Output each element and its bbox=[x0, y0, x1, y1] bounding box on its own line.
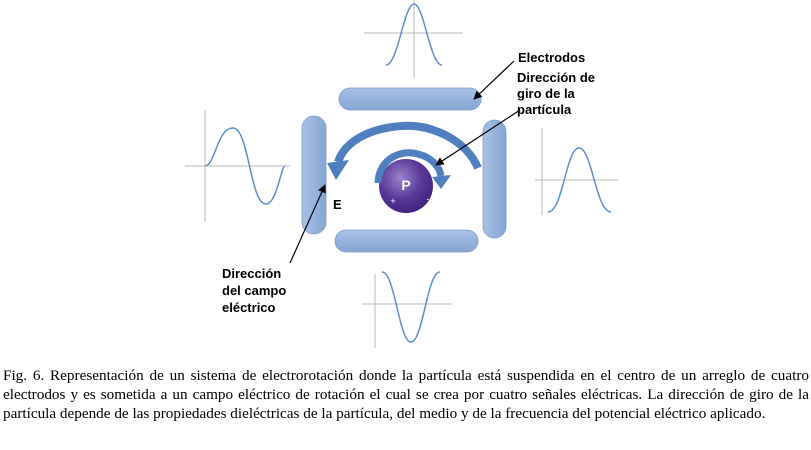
field-pointer bbox=[289, 184, 326, 264]
particle-label: P bbox=[401, 177, 410, 193]
curved-arrow-icon bbox=[327, 160, 349, 180]
signal-wave bbox=[381, 271, 441, 343]
signal-wave bbox=[547, 147, 612, 213]
electrode-top bbox=[338, 87, 482, 111]
electrode-left bbox=[301, 115, 327, 235]
electrodes-pointer bbox=[473, 60, 515, 100]
electrorotation-diagram: P + - E Electrodos Dirección de giro de … bbox=[185, 0, 618, 348]
electrodes-label: Electrodos bbox=[518, 50, 585, 65]
rotation-label-line-1: Dirección de bbox=[517, 70, 595, 85]
rotation-label-line-3: partícula bbox=[517, 102, 572, 117]
figure-caption: Fig. 6. Representación de un sistema de … bbox=[3, 367, 809, 422]
curved-arrow-icon bbox=[432, 175, 451, 189]
signal-bottom bbox=[362, 271, 452, 348]
field-e-label: E bbox=[333, 197, 342, 212]
signal-top bbox=[364, 0, 463, 78]
signal-wave bbox=[204, 127, 286, 205]
signal-left bbox=[185, 110, 290, 222]
signal-right bbox=[535, 128, 618, 215]
field-label-line-2: del campo bbox=[222, 283, 286, 298]
signal-wave bbox=[385, 3, 443, 66]
electrode-right bbox=[482, 119, 507, 239]
particle-minus: - bbox=[427, 194, 430, 204]
field-label-line-1: Dirección bbox=[222, 266, 281, 281]
particle bbox=[379, 159, 433, 213]
rotation-pointer bbox=[435, 109, 521, 166]
field-rotation-arrow bbox=[334, 121, 482, 170]
rotation-label-line-2: giro de la bbox=[517, 86, 576, 101]
field-label-line-3: eléctrico bbox=[222, 300, 276, 315]
particle-plus: + bbox=[390, 196, 395, 206]
electrode-bottom bbox=[334, 229, 479, 253]
particle-rotation-arrow bbox=[374, 149, 445, 184]
